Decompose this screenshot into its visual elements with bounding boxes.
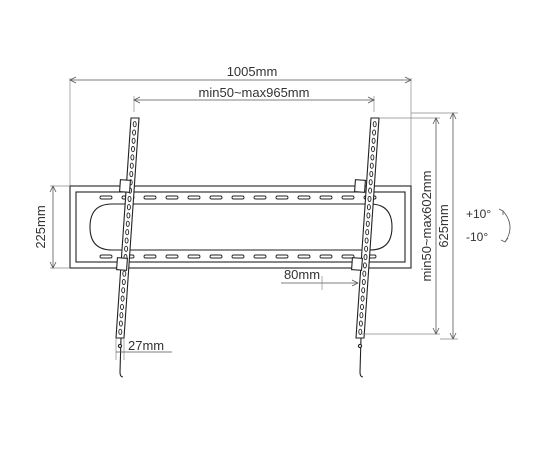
arm-hole	[362, 262, 367, 269]
arm-hole	[132, 121, 137, 128]
mounting-slot	[275, 254, 289, 259]
mounting-slot	[231, 254, 245, 259]
mounting-slot	[253, 195, 267, 200]
vesa-height-dimension: min50~max602mm	[362, 117, 440, 335]
arm-hole	[118, 320, 123, 327]
mounting-slot	[297, 254, 311, 259]
tilt-down-label: -10°	[466, 230, 488, 244]
arm-hole	[368, 179, 373, 186]
mounting-slot	[231, 195, 245, 200]
arm-hole	[371, 137, 376, 144]
arm-hole	[120, 295, 125, 302]
arm-hole	[121, 278, 126, 286]
arm-hole	[369, 162, 374, 169]
arm-hole	[132, 129, 137, 136]
arm-hole	[125, 229, 130, 236]
mounting-slot	[275, 195, 289, 200]
arm-offset-dimension: 80mm	[281, 267, 359, 290]
arm-hole	[358, 320, 363, 327]
wall-gap-label: 27mm	[128, 338, 164, 353]
arm-hole	[364, 245, 369, 252]
arm-hole	[363, 254, 368, 261]
arm-hole	[362, 270, 367, 277]
arm-hole	[358, 328, 363, 335]
arm-hole	[365, 220, 370, 227]
arm-hole	[126, 212, 131, 219]
arm-hole	[361, 287, 366, 294]
arm-hole	[131, 146, 135, 153]
mounting-slot	[143, 195, 157, 200]
arm-hole	[124, 245, 129, 252]
tilt-indicator: +10° -10°	[466, 207, 511, 244]
vesa-width-dimension: min50~max965mm	[133, 85, 375, 112]
arm-hole	[366, 204, 371, 211]
arm-hole	[122, 270, 127, 277]
arm-hole	[372, 129, 377, 136]
arm-hole	[360, 295, 365, 302]
overall-height-dimension: 625mm	[411, 112, 458, 340]
arm-hole	[124, 237, 129, 244]
mounting-slot	[341, 195, 355, 200]
mounting-slot	[165, 195, 179, 200]
tilt-arc-icon	[502, 210, 511, 243]
mounting-slot	[143, 254, 157, 259]
arm-hole	[360, 303, 364, 310]
mounting-slot	[253, 254, 267, 259]
mounting-slot	[99, 254, 113, 259]
arm-hole	[364, 237, 369, 244]
right-arm-holes	[358, 121, 377, 335]
arm-hole	[370, 154, 375, 161]
arm-hole	[130, 154, 135, 161]
mounting-slot	[209, 195, 223, 200]
plate-height-label: 225mm	[33, 205, 48, 248]
arm-hole	[129, 170, 134, 178]
vesa-width-label: min50~max965mm	[199, 85, 310, 100]
vesa-height-label: min50~max602mm	[419, 171, 434, 282]
arm-hole	[359, 312, 364, 319]
arm-hole	[126, 204, 131, 211]
mounting-slot	[319, 195, 333, 200]
wall-gap-dimension: 27mm	[115, 338, 172, 360]
arm-hole	[371, 146, 375, 153]
mounting-slot	[297, 195, 311, 200]
arm-hole	[129, 162, 134, 169]
arm-hole	[361, 278, 366, 286]
arm-hole	[131, 137, 136, 144]
tilt-up-label: +10°	[466, 207, 491, 221]
mounting-slot	[165, 254, 179, 259]
overall-width-label: 1005mm	[227, 64, 278, 79]
mounting-slot	[341, 254, 355, 259]
arm-offset-label: 80mm	[284, 267, 320, 282]
arm-hole	[120, 303, 124, 310]
arm-hole	[125, 220, 130, 227]
arm-hole	[372, 121, 377, 128]
mounting-slot	[187, 254, 201, 259]
mounting-slot	[319, 254, 333, 259]
arm-hole	[368, 187, 373, 194]
overall-height-label: 625mm	[436, 204, 451, 247]
arm-hole	[369, 170, 374, 178]
mounting-slot	[99, 195, 113, 200]
right-bracket-arm	[351, 117, 380, 378]
arm-hole	[366, 212, 371, 219]
left-bracket-arm	[115, 117, 140, 378]
mounting-slot	[187, 195, 201, 200]
overall-width-dimension: 1005mm	[69, 64, 412, 186]
arm-hole	[121, 287, 126, 294]
plate-height-dimension: 225mm	[33, 185, 70, 269]
mounting-slot	[209, 254, 223, 259]
arm-hole	[127, 195, 132, 202]
arm-hole	[119, 312, 124, 319]
arm-hole	[118, 328, 123, 335]
arm-hole	[367, 195, 372, 202]
arm-hole	[365, 229, 370, 236]
